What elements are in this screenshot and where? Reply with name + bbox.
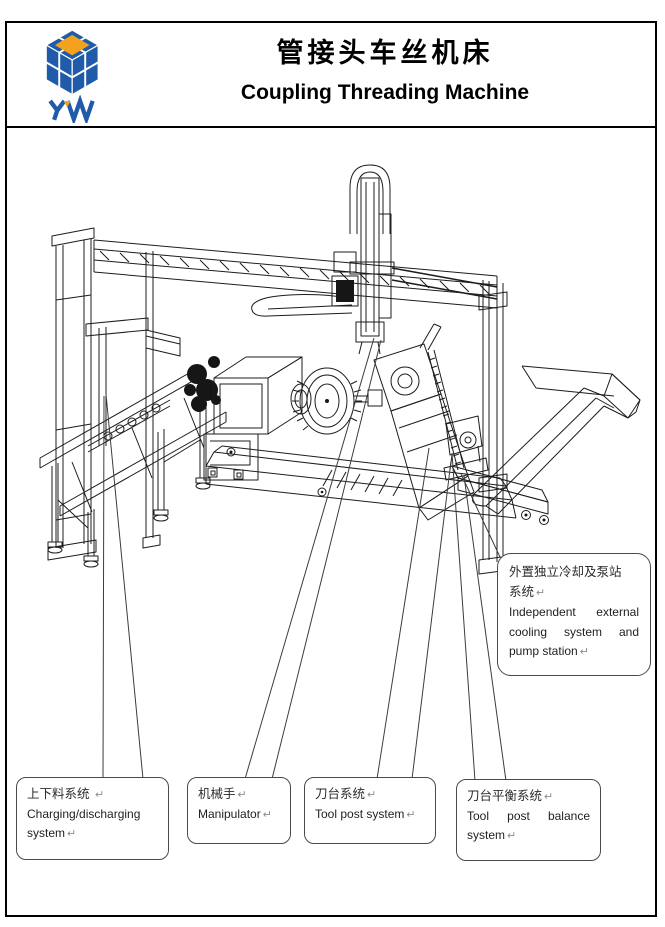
return-mark: ↵	[67, 828, 77, 841]
return-mark: ↵	[94, 789, 105, 801]
lathe-headstock	[184, 356, 383, 435]
callout-tool-post-balance-system: 刀台平衡系统↵ Tool post balance system↵	[456, 779, 601, 861]
leader-tool-post-balance	[451, 452, 507, 782]
callout-charging-discharging-system: 上下料系统 ↵ Charging/discharging system↵	[16, 777, 169, 860]
callout-manipulator: 机械手↵ Manipulator↵	[187, 777, 291, 844]
tool-post-balance-unit	[443, 415, 489, 481]
cube-icon	[45, 29, 100, 96]
gripper	[355, 321, 385, 355]
yw-letters	[48, 94, 95, 123]
chuck-teeth	[292, 380, 362, 431]
leader-manipulator	[244, 337, 382, 780]
return-mark: ↵	[237, 789, 247, 801]
manipulator-arm	[331, 164, 395, 355]
yw-cube-logo	[45, 29, 100, 123]
lathe-bed	[203, 433, 517, 519]
return-mark: ↵	[406, 808, 416, 821]
callout-tool-post-system: 刀台系统↵ Tool post system↵	[304, 777, 436, 844]
header-box: 管接头车丝机床 Coupling Threading Machine	[5, 21, 657, 128]
return-mark: ↵	[536, 587, 546, 600]
callout-cooling-pump-station: 外置独立冷却及泵站 系统↵ Independent external cooli…	[497, 553, 651, 676]
return-mark: ↵	[579, 645, 589, 658]
return-mark: ↵	[262, 808, 272, 821]
page-title-chinese: 管接头车丝机床	[276, 38, 494, 69]
page-title-english: Coupling Threading Machine	[240, 81, 530, 104]
tool-post-system	[373, 323, 475, 521]
leader-lines	[102, 337, 507, 782]
return-mark: ↵	[507, 830, 517, 843]
return-mark: ↵	[367, 789, 377, 801]
return-mark: ↵	[544, 791, 554, 803]
leader-cooling	[460, 473, 501, 558]
leader-charging	[102, 393, 144, 780]
cooling-chip-conveyor	[451, 365, 641, 525]
bed-hatching	[322, 469, 403, 497]
chain-ticks	[428, 357, 462, 465]
leader-tool-post	[376, 447, 452, 780]
gantry-frame	[47, 227, 510, 575]
charging-discharging-system	[39, 317, 227, 568]
